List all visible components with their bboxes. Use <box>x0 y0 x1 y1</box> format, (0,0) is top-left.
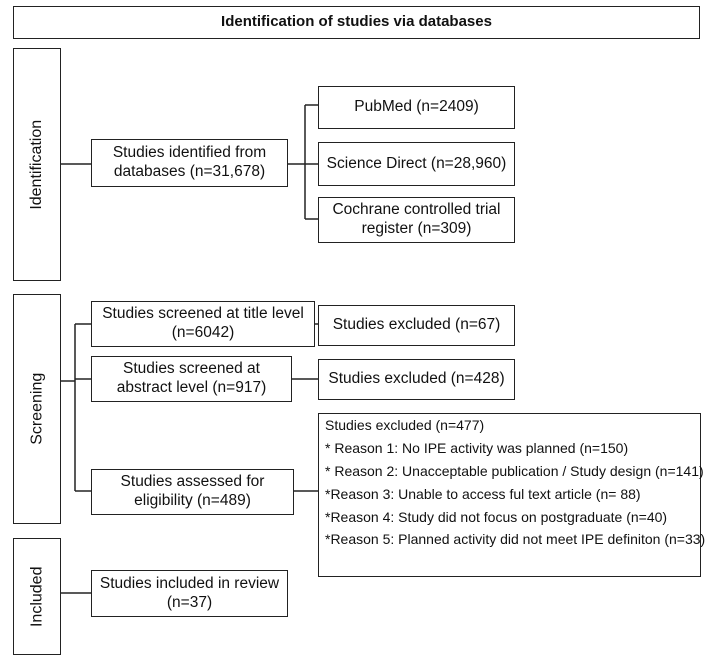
cochrane-box: Cochrane controlled trial register (n=30… <box>318 197 515 243</box>
pubmed-box: PubMed (n=2409) <box>318 86 515 129</box>
title-level-box: Studies screened at title level (n=6042) <box>91 301 315 347</box>
abstract-excluded-box: Studies excluded (n=428) <box>318 359 515 400</box>
reason-3: *Reason 3: Unable to access ful text art… <box>325 485 641 502</box>
eligibility-excluded-box: Studies excluded (n=477) * Reason 1: No … <box>318 413 705 577</box>
stage-screening-label: Screening <box>28 372 46 446</box>
reason-1: * Reason 1: No IPE activity was planned … <box>325 439 629 456</box>
reason-5: *Reason 5: Planned activity did not meet… <box>325 531 706 548</box>
reason-2: * Reason 2: Unacceptable publication / S… <box>325 462 704 479</box>
stage-included: Included <box>13 538 61 655</box>
included-box: Studies included in review (n=37) <box>91 570 288 617</box>
stage-identification: Identification <box>13 48 61 281</box>
header-title: Identification of studies via databases <box>13 6 700 39</box>
stage-included-label: Included <box>28 566 46 627</box>
abstract-level-box: Studies screened at abstract level (n=91… <box>91 356 292 402</box>
studies-identified-box: Studies identified from databases (n=31,… <box>91 139 288 187</box>
reason-4: *Reason 4: Study did not focus on postgr… <box>325 508 668 525</box>
eligibility-box: Studies assessed for eligibility (n=489) <box>91 469 294 515</box>
title-excluded-box: Studies excluded (n=67) <box>318 305 515 346</box>
stage-screening: Screening <box>13 294 61 524</box>
excluded-heading: Studies excluded (n=477) <box>325 417 485 433</box>
science-direct-box: Science Direct (n=28,960) <box>318 142 515 186</box>
stage-identification-label: Identification <box>28 119 46 210</box>
